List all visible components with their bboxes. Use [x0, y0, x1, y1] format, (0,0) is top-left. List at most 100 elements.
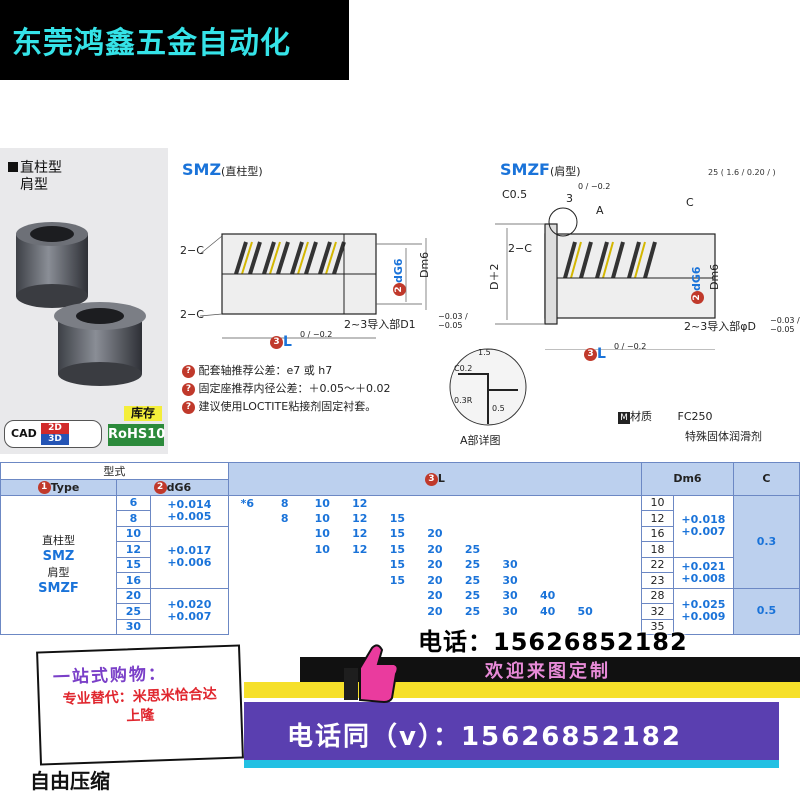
dm6-tolerance-cell: +0.025 +0.009: [672, 587, 734, 635]
dm6-cell: 22: [640, 556, 674, 573]
l-value-cell: [604, 557, 642, 573]
l-value-cell: [266, 573, 304, 589]
bottom-caption: 自由压缩: [30, 769, 110, 793]
cad-badge[interactable]: CAD 2D 3D: [4, 420, 102, 448]
l-value-cell: 8: [280, 496, 289, 510]
dm6-cell: 16: [640, 525, 674, 542]
l-value-cell: [303, 573, 341, 589]
l-value-cell: [529, 526, 567, 542]
l-value-cell: 12: [352, 527, 368, 541]
brand-title: 东莞鸿鑫五金自动化: [12, 26, 291, 61]
design-notes: ? 配套轴推荐公差：e7 或 h7 ? 固定座推荐内径公差：＋0.05～＋0.0…: [182, 362, 390, 416]
l-value-cell: 10: [314, 496, 330, 510]
l-value-cell: [303, 604, 341, 620]
l-value-cell: [228, 511, 266, 527]
col-header-c: C: [732, 462, 800, 496]
dm6-cell: 18: [640, 541, 674, 558]
dg6-cell: 15: [115, 556, 151, 573]
dm6-cell: 28: [640, 587, 674, 604]
stock-badge: 库存: [124, 406, 162, 421]
marker-2-icon: 2: [690, 291, 704, 304]
l-value-cell: 40: [539, 589, 556, 603]
l-value-cell: [266, 557, 304, 573]
dg6-cell: 12: [115, 541, 151, 558]
l-value-cell: 25: [464, 573, 481, 587]
dm6-cell: 32: [640, 603, 674, 620]
l-value-cell: [604, 604, 642, 620]
promo-card-title: 一站式购物：: [52, 664, 168, 689]
dg6-tolerance-cell: +0.020 +0.007: [149, 587, 229, 635]
l-value-cell: [454, 511, 492, 527]
marker-1-icon: 1: [37, 481, 51, 494]
marker-3-icon: 3: [584, 347, 597, 361]
smzf-c05: C0.5: [502, 188, 528, 201]
dg6-cell: 16: [115, 572, 151, 589]
l-value-cell: 30: [502, 604, 518, 618]
marker-3-icon: 3: [424, 472, 438, 486]
detail-a-drawing: [449, 348, 527, 426]
smzf-dg6-label: 2dG6: [690, 266, 704, 304]
promo-cyan-bar: [244, 760, 779, 768]
smzf-chamfer: 2−C: [508, 242, 532, 255]
l-value-cell: [604, 542, 642, 558]
l-value-cell: [228, 588, 266, 604]
category-line2: 肩型: [20, 177, 48, 193]
dm6-cell: 35: [640, 618, 674, 635]
l-value-cell: [566, 526, 604, 542]
note-2: ? 固定座推荐内径公差：＋0.05～＋0.02: [182, 380, 390, 398]
l-value-cell: [566, 573, 604, 589]
detail-title: A部详图: [460, 434, 501, 447]
cad-2d-label: 2D: [41, 423, 69, 434]
product-photo: [16, 222, 146, 386]
dm6-tolerance-cell: +0.018 +0.007: [672, 494, 734, 558]
l-value-cell: [529, 511, 567, 527]
l-value-cell: 10: [314, 511, 330, 525]
l-value-cell: [454, 495, 492, 511]
l-value-cell: [416, 495, 454, 511]
smz-guide-label: 2~3导入部D1: [344, 318, 416, 331]
l-value-cell: [604, 495, 642, 511]
smzf-guide-tol: −0.03 / −0.05: [770, 316, 800, 334]
smzf-drawing: [495, 207, 716, 350]
detail-03r: 0.3R: [454, 396, 473, 405]
l-value-cell: [303, 619, 341, 635]
l-value-cell: [379, 619, 417, 635]
detail-05: 0.5: [492, 404, 505, 413]
l-value-cell: *6: [240, 496, 255, 510]
dg6-tolerance-cell: +0.014 +0.005: [149, 494, 229, 527]
l-value-cell: [604, 588, 642, 604]
l-value-cell: [529, 495, 567, 511]
dg6-cell: 8: [115, 510, 151, 527]
l-value-cell: 12: [352, 542, 368, 556]
l-value-cell: 20: [427, 604, 443, 618]
l-value-cell: 20: [427, 527, 443, 541]
l-value-cell: [454, 526, 492, 542]
cad-label: CAD: [11, 427, 37, 440]
promo-yellow-bar: [244, 682, 800, 698]
promo-phone-main: 电话同（v）：15626852182: [287, 722, 682, 752]
l-value-cell: 20: [427, 558, 443, 572]
rohs-badge: RoHS10: [108, 424, 165, 446]
category-line1: 直柱型: [20, 160, 62, 176]
smz-title: SMZ: [182, 160, 222, 179]
dm6-cell: 10: [640, 494, 674, 511]
l-value-cell: [529, 542, 567, 558]
smz-title-block: SMZ(直柱型): [182, 160, 263, 179]
l-value-cell: [566, 588, 604, 604]
cad-3d-label: 3D: [41, 434, 69, 445]
l-value-cell: 8: [280, 511, 289, 525]
l-value-cell: [341, 619, 379, 635]
promo-phone-top: 电话：15626852182: [418, 628, 688, 656]
material-desc: 特殊固体润滑剂: [685, 430, 762, 443]
col-header-dm6: Dm6: [640, 462, 734, 496]
l-value-cell: [303, 588, 341, 604]
l-value-cell: [491, 495, 529, 511]
l-value-cell: 30: [502, 573, 518, 587]
l-value-cell: [529, 573, 567, 589]
